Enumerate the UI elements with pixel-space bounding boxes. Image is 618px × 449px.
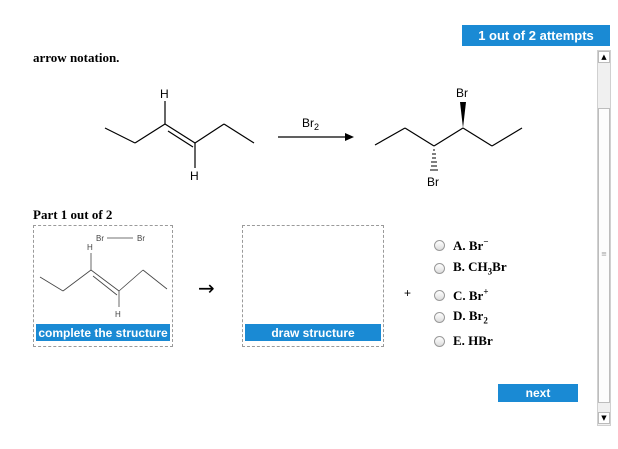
product-br-bottom: Br <box>427 175 439 189</box>
box1-double-bond-b <box>92 275 118 296</box>
part-title: Part 1 out of 2 <box>33 207 113 222</box>
product-bond <box>433 127 464 147</box>
reactant-structure <box>104 101 255 168</box>
option-a-label: A. Br− <box>453 236 489 253</box>
option-e-radio[interactable] <box>434 335 445 347</box>
option-d[interactable]: D. Br2 <box>434 308 488 326</box>
scroll-down-arrow-icon[interactable]: ▼ <box>598 412 610 424</box>
option-b-radio[interactable] <box>434 262 445 274</box>
product-wedge-bond <box>460 102 466 128</box>
option-c-label: C. Br+ <box>453 286 489 303</box>
next-button[interactable]: next <box>498 384 578 402</box>
box1-structure: Br Br H H <box>39 234 168 319</box>
reagent-label: Br2 <box>302 116 319 132</box>
option-d-radio[interactable] <box>434 311 445 323</box>
product-structure <box>374 127 523 147</box>
draw-structure-box[interactable] <box>242 225 384 347</box>
reactant-double-bond-a <box>164 123 196 144</box>
option-a-radio[interactable] <box>434 239 445 251</box>
scroll-up-arrow-icon[interactable]: ▲ <box>598 51 610 63</box>
complete-structure-button[interactable]: complete the structure <box>35 323 171 342</box>
box1-br-right: Br <box>137 234 145 243</box>
box1-bond <box>62 269 92 292</box>
option-e-label: E. HBr <box>453 333 493 349</box>
box1-br-left: Br <box>96 234 104 243</box>
option-b-label: B. CH3Br <box>453 259 507 277</box>
reactant-bond <box>223 123 255 144</box>
product-bond <box>462 127 493 147</box>
option-e[interactable]: E. HBr <box>434 332 493 349</box>
box1-h-top: H <box>87 243 93 252</box>
option-c[interactable]: C. Br+ <box>434 286 488 304</box>
option-c-radio[interactable] <box>434 289 445 301</box>
reaction-arrow-head <box>345 133 354 141</box>
product-bond <box>404 127 435 147</box>
part-reaction-arrow: → <box>198 276 215 300</box>
box1-h-bottom: H <box>115 310 121 319</box>
box1-bond <box>142 269 168 290</box>
box1-bond <box>39 276 64 292</box>
option-d-label: D. Br2 <box>453 308 488 326</box>
reactant-bond <box>104 127 136 144</box>
complete-structure-box[interactable] <box>33 225 173 347</box>
box1-double-bond-a <box>90 269 120 292</box>
option-b[interactable]: B. CH3Br <box>434 259 507 277</box>
reactant-bond <box>194 123 225 144</box>
scroll-thumb[interactable]: ≡ <box>598 108 610 403</box>
attempts-badge: 1 out of 2 attempts <box>462 25 610 46</box>
product-bond <box>374 127 406 146</box>
reactant-bond <box>134 123 166 144</box>
option-a[interactable]: A. Br− <box>434 236 488 254</box>
reactant-h-top: H <box>160 87 169 101</box>
box1-bond <box>118 269 144 292</box>
plus-sign: + <box>404 286 412 300</box>
draw-structure-button[interactable]: draw structure <box>244 323 382 342</box>
product-br-top: Br <box>456 86 468 100</box>
reactant-h-bottom: H <box>190 169 199 183</box>
product-bond <box>491 127 523 147</box>
product-hash-bond <box>430 149 438 171</box>
reactant-double-bond-b <box>167 130 194 148</box>
question-intro-text: arrow notation. <box>33 50 120 65</box>
